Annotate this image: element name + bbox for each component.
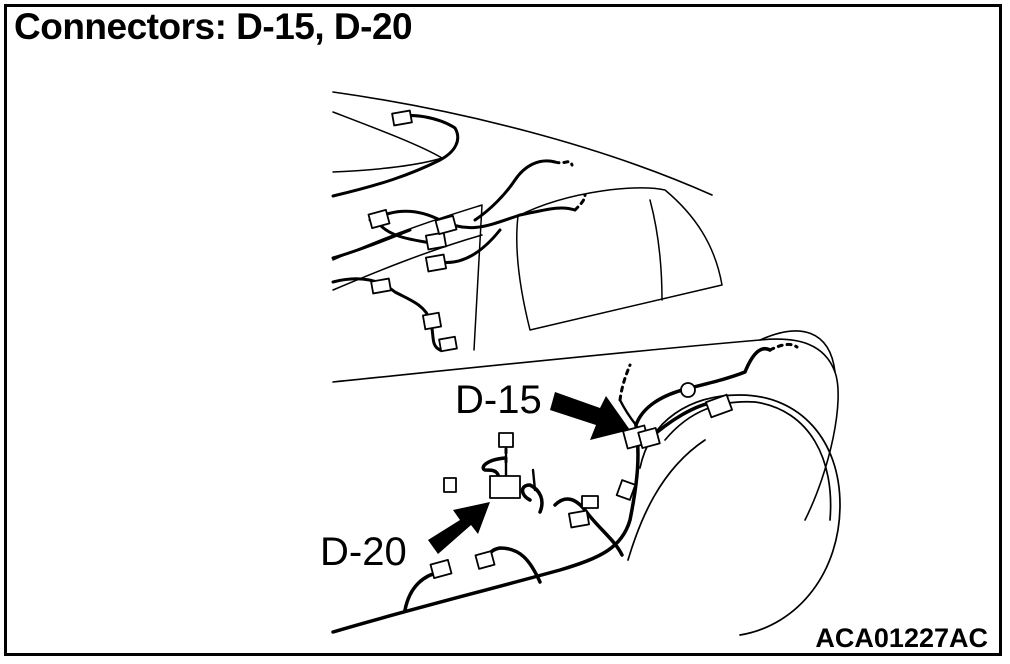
d20-connector bbox=[489, 475, 521, 499]
harness-lower bbox=[331, 347, 772, 634]
door-window bbox=[516, 187, 723, 331]
d20-arrow bbox=[428, 502, 490, 554]
rear-wheel bbox=[627, 394, 841, 636]
harness-upper bbox=[331, 114, 577, 352]
d15-arrow bbox=[550, 392, 630, 440]
rear-window bbox=[332, 111, 443, 173]
d15-label: D-15 bbox=[455, 378, 542, 422]
vehicle-body-outline bbox=[332, 91, 839, 521]
figure-title: Connectors: D-15, D-20 bbox=[14, 6, 413, 47]
lower-connectors bbox=[429, 382, 733, 579]
figure-code: ACA01227AC bbox=[815, 623, 988, 653]
upper-connectors bbox=[367, 109, 458, 353]
d20-label: D-20 bbox=[320, 530, 407, 574]
harness-upper-dashed bbox=[553, 160, 587, 212]
